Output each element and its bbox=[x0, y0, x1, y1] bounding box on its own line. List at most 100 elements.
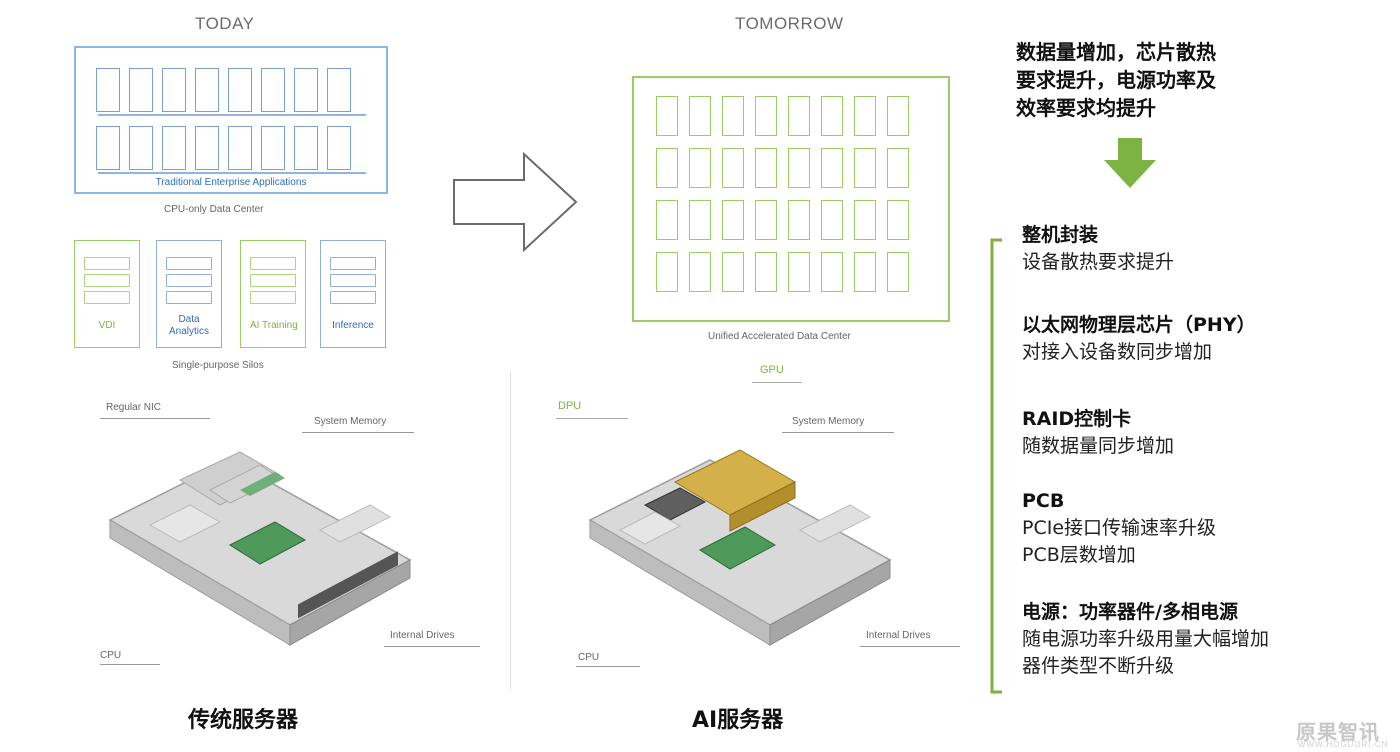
rack-unit bbox=[788, 96, 810, 136]
rack-unit bbox=[854, 200, 876, 240]
rack-bus-top bbox=[98, 114, 366, 116]
intro-line: 要求提升，电源功率及 bbox=[1016, 68, 1216, 92]
silo-slot bbox=[84, 291, 130, 304]
rack-unit bbox=[294, 126, 318, 170]
requirement-item-raid: RAID控制卡 随数据量同步增加 bbox=[1022, 406, 1269, 460]
intro-line: 效率要求均提升 bbox=[1016, 96, 1156, 120]
dpu-callout: DPU bbox=[558, 400, 582, 412]
unified-datacenter-box bbox=[632, 76, 950, 322]
right-arrow-icon bbox=[453, 151, 578, 253]
silo-vdi: VDI bbox=[74, 240, 140, 348]
requirements-list: 整机封装 设备散热要求提升 以太网物理层芯片（PHY） 对接入设备数同步增加 R… bbox=[1022, 222, 1269, 680]
ai-drives-callout: Internal Drives bbox=[866, 630, 931, 641]
down-arrow-icon bbox=[1104, 138, 1156, 188]
rack-unit bbox=[96, 68, 120, 112]
requirement-detail: 随电源功率升级用量大幅增加 bbox=[1022, 628, 1270, 650]
cpu-datacenter-box: Traditional Enterprise Applications bbox=[74, 46, 388, 194]
silo-slot bbox=[166, 291, 212, 304]
requirement-detail: PCIe接口传输速率升级 bbox=[1022, 517, 1217, 539]
requirement-item-pcb: PCB PCIe接口传输速率升级 PCB层数增加 bbox=[1022, 488, 1269, 569]
rack-unit bbox=[722, 252, 744, 292]
requirement-item-packaging: 整机封装 设备散热要求提升 bbox=[1022, 222, 1269, 276]
requirement-title: RAID控制卡 bbox=[1022, 408, 1132, 430]
silo-slot bbox=[84, 257, 130, 270]
requirement-title: PCB bbox=[1022, 490, 1065, 512]
gpu-callout: GPU bbox=[760, 364, 784, 376]
silo-slot bbox=[330, 291, 376, 304]
section-divider bbox=[510, 372, 511, 690]
silo-slot bbox=[166, 257, 212, 270]
requirement-title: 以太网物理层芯片（PHY） bbox=[1022, 314, 1256, 336]
nic-callout: Regular NIC bbox=[106, 402, 162, 413]
requirement-item-power: 电源：功率器件/多相电源 随电源功率升级用量大幅增加 器件类型不断升级 bbox=[1022, 599, 1269, 680]
rack-unit bbox=[887, 96, 909, 136]
rack-unit bbox=[689, 252, 711, 292]
rack-unit bbox=[195, 68, 219, 112]
cpu-callout: CPU bbox=[100, 650, 122, 661]
gpu-leader-line bbox=[752, 382, 802, 383]
memory-callout: System Memory bbox=[314, 416, 387, 427]
rack-unit bbox=[722, 200, 744, 240]
rack-unit bbox=[755, 148, 777, 188]
intro-text: 数据量增加，芯片散热 要求提升，电源功率及 效率要求均提升 bbox=[1016, 38, 1216, 122]
rack-unit bbox=[755, 252, 777, 292]
requirement-detail: 随数据量同步增加 bbox=[1022, 435, 1175, 457]
ai-memory-leader-line bbox=[782, 432, 894, 433]
requirement-detail: 器件类型不断升级 bbox=[1022, 655, 1175, 677]
rack-unit bbox=[689, 148, 711, 188]
rack-unit bbox=[788, 148, 810, 188]
rack-unit bbox=[689, 96, 711, 136]
drives-callout: Internal Drives bbox=[390, 630, 455, 641]
tomorrow-header: TOMORROW bbox=[735, 14, 844, 33]
silo-label: Inference bbox=[332, 320, 374, 331]
rack-unit bbox=[821, 96, 843, 136]
gpu-rack-grid bbox=[656, 96, 909, 292]
nic-leader-line bbox=[100, 418, 210, 419]
rack-unit bbox=[228, 68, 252, 112]
requirement-detail: PCB层数增加 bbox=[1022, 544, 1136, 566]
rack-unit bbox=[722, 96, 744, 136]
silo-slot bbox=[330, 274, 376, 287]
memory-leader-line bbox=[302, 432, 414, 433]
rack-unit bbox=[821, 200, 843, 240]
rack-unit bbox=[689, 200, 711, 240]
intro-line: 数据量增加，芯片散热 bbox=[1016, 40, 1216, 64]
rack-row-bottom bbox=[96, 126, 351, 170]
ai-server-caption: AI服务器 bbox=[692, 708, 784, 733]
rack-unit bbox=[656, 148, 678, 188]
datacenter-banner: Traditional Enterprise Applications bbox=[155, 177, 307, 188]
rack-unit bbox=[887, 148, 909, 188]
rack-unit bbox=[261, 68, 285, 112]
ai-memory-callout: System Memory bbox=[792, 416, 865, 427]
silo-inference: Inference bbox=[320, 240, 386, 348]
rack-unit bbox=[854, 148, 876, 188]
rack-unit bbox=[755, 96, 777, 136]
bracket-icon bbox=[990, 238, 1002, 694]
rack-unit bbox=[129, 68, 153, 112]
rack-unit bbox=[854, 252, 876, 292]
watermark-logo: 原果智讯 bbox=[1296, 720, 1380, 744]
silo-data-analytics: Data Analytics bbox=[156, 240, 222, 348]
silos-caption: Single-purpose Silos bbox=[172, 360, 264, 371]
rack-unit bbox=[656, 252, 678, 292]
rack-unit bbox=[96, 126, 120, 170]
requirement-title: 整机封装 bbox=[1022, 224, 1099, 246]
requirement-title: 电源：功率器件/多相电源 bbox=[1022, 601, 1238, 623]
drives-leader-line bbox=[384, 646, 480, 647]
silo-slot bbox=[166, 274, 212, 287]
rack-unit bbox=[327, 68, 351, 112]
rack-unit bbox=[821, 252, 843, 292]
rack-unit bbox=[162, 68, 186, 112]
silo-slot bbox=[84, 274, 130, 287]
rack-unit bbox=[261, 126, 285, 170]
rack-unit bbox=[162, 126, 186, 170]
silo-label: VDI bbox=[98, 320, 116, 331]
rack-unit bbox=[755, 200, 777, 240]
rack-unit bbox=[656, 200, 678, 240]
rack-unit bbox=[327, 126, 351, 170]
silo-label: Data Analytics bbox=[168, 314, 209, 337]
rack-row-top bbox=[96, 68, 351, 112]
rack-unit bbox=[294, 68, 318, 112]
rack-unit bbox=[854, 96, 876, 136]
requirement-detail: 设备散热要求提升 bbox=[1022, 251, 1175, 273]
